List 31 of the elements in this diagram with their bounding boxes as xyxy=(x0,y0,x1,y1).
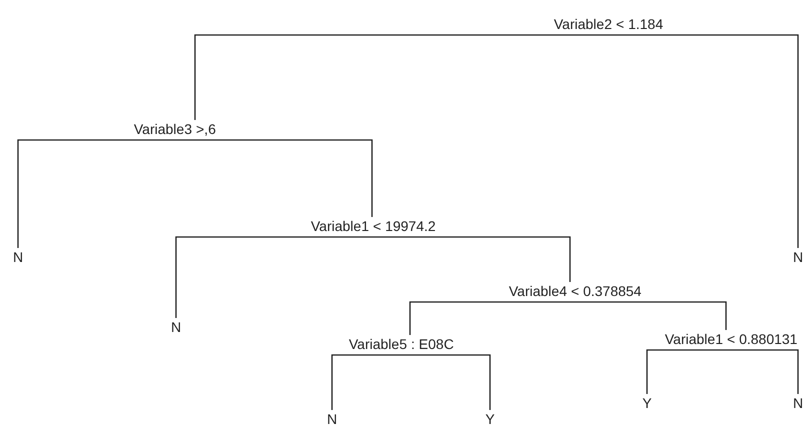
tree-branch xyxy=(409,301,570,335)
tree-branch xyxy=(17,139,195,248)
split-condition: : E08C xyxy=(410,335,454,353)
tree-branch xyxy=(372,236,571,282)
split-variable: Variable5 xyxy=(348,335,407,353)
tree-branch xyxy=(615,34,799,248)
split-variable: Variable3 xyxy=(132,120,192,138)
leaf-label: N xyxy=(324,410,340,428)
leaf-label: N xyxy=(10,248,26,266)
split-variable: Variable1 xyxy=(664,330,723,348)
tree-branch xyxy=(570,301,727,330)
split-condition: < 19974.2 xyxy=(372,217,436,235)
tree-branch xyxy=(195,139,373,217)
leaf-label: Y xyxy=(639,394,655,412)
tree-branch xyxy=(646,349,726,394)
leaf-label: N xyxy=(790,394,806,412)
split-variable: Variable1 xyxy=(310,217,369,235)
split-condition: < 0.378854 xyxy=(570,282,642,300)
tree-branch xyxy=(410,354,491,410)
tree-branch xyxy=(726,349,799,394)
split-condition: < 1.184 xyxy=(615,15,664,33)
leaf-label: Y xyxy=(482,410,498,428)
tree-branch xyxy=(175,236,372,318)
leaf-label: N xyxy=(790,248,806,266)
split-condition: < 0.880131 xyxy=(726,330,798,348)
split-variable: Variable4 xyxy=(508,282,567,300)
split-variable: Variable2 xyxy=(552,15,612,33)
leaf-label: N xyxy=(168,318,184,336)
tree-branch xyxy=(194,34,615,120)
split-condition: >,6 xyxy=(195,120,216,138)
tree-branch xyxy=(331,354,410,410)
